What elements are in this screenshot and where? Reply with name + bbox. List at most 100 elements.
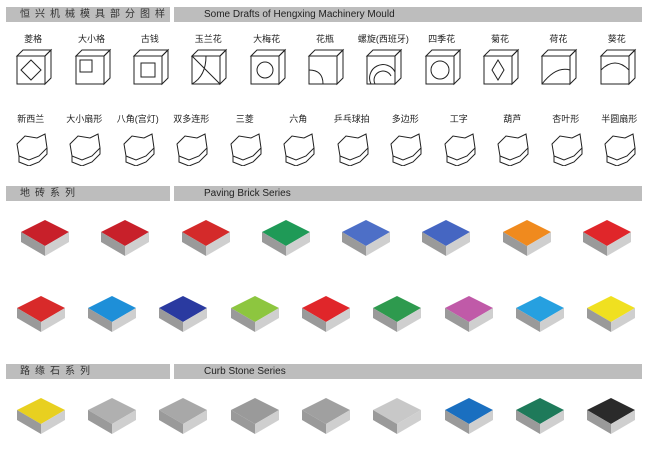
curb-header-en: Curb Stone Series [174, 364, 642, 379]
block-image [87, 398, 136, 434]
curb-stone [513, 390, 565, 442]
block-image [301, 296, 350, 332]
draft-label: 三菱 [235, 114, 254, 124]
draft-label: 四季花 [428, 34, 456, 44]
tile-outline-icon [482, 48, 520, 86]
tile-outline-icon [551, 133, 583, 166]
paving-brick [513, 288, 565, 340]
block-image [373, 398, 422, 434]
draft-item: 花瓶 [299, 32, 351, 86]
block-image [16, 296, 65, 332]
paving-row-2 [0, 288, 650, 340]
drafts-header-en: Some Drafts of Hengxing Machinery Mould [174, 7, 642, 22]
paving-brick [85, 288, 137, 340]
block-image [87, 296, 136, 332]
draft-item: 大梅花 [241, 32, 293, 86]
draft-item: 葵花 [591, 32, 643, 86]
curb-stone [584, 390, 636, 442]
tile-outline-icon [497, 133, 529, 166]
block-image [502, 220, 551, 256]
curb-header: 路缘石系列 Curb Stone Series [6, 364, 642, 379]
paving-brick [339, 212, 391, 264]
tile-outline-icon [123, 133, 155, 166]
block-image [16, 398, 65, 434]
tile-outline-icon [176, 133, 208, 166]
draft-item: 古钱 [124, 32, 176, 86]
draft-item: 乒乓球拍 [326, 112, 378, 166]
draft-label: 螺旋(西班牙) [357, 34, 409, 44]
draft-item: 玉兰花 [182, 32, 234, 86]
draft-item: 六角 [272, 112, 324, 166]
draft-item: 工字 [433, 112, 485, 166]
paving-brick [228, 288, 280, 340]
drafts-header: 恒兴机械模具部分图样 Some Drafts of Hengxing Machi… [6, 7, 642, 22]
draft-label: 半圆扇形 [601, 114, 638, 124]
paving-brick [98, 212, 150, 264]
tile-outline-icon [604, 133, 636, 166]
draft-label: 菊花 [491, 34, 510, 44]
draft-item: 双多连形 [165, 112, 217, 166]
tile-outline-icon [366, 48, 403, 86]
curb-stone [156, 390, 208, 442]
curb-row [0, 390, 650, 442]
paving-header: 地砖系列 Paving Brick Series [6, 186, 642, 201]
draft-item: 大小扇形 [58, 112, 110, 166]
paving-brick [419, 212, 471, 264]
paving-brick [18, 212, 70, 264]
tile-outline-icon [132, 48, 170, 86]
draft-label: 杏叶形 [552, 114, 580, 124]
block-image [261, 220, 310, 256]
block-image [181, 220, 230, 256]
tile-outline-icon [230, 133, 262, 166]
block-image [159, 398, 208, 434]
paving-brick [299, 288, 351, 340]
tile-outline-icon [337, 133, 369, 166]
draft-label: 新西兰 [17, 114, 45, 124]
draft-item: 四季花 [416, 32, 468, 86]
tile-outline-icon [541, 48, 578, 86]
block-image [101, 220, 150, 256]
block-image [373, 296, 422, 332]
tile-outline-icon [444, 133, 476, 166]
drafts-row-2: 新西兰大小扇形八角(宫灯)双多连形三菱六角乒乓球拍多边形工字葫芦杏叶形半圆扇形 [0, 112, 650, 166]
tile-outline-icon [599, 48, 636, 86]
draft-label: 大梅花 [253, 34, 281, 44]
draft-label: 双多连形 [173, 114, 210, 124]
paving-header-cn: 地砖系列 [6, 186, 170, 201]
tile-outline-icon [15, 48, 53, 86]
paving-brick [584, 288, 636, 340]
paving-brick [179, 212, 231, 264]
block-image [230, 398, 279, 434]
draft-label: 大小格 [78, 34, 106, 44]
curb-stone [442, 390, 494, 442]
draft-item: 半圆扇形 [593, 112, 645, 166]
tile-outline-icon [283, 133, 315, 166]
block-image [444, 398, 493, 434]
curb-stone [370, 390, 422, 442]
tile-outline-icon [249, 48, 286, 86]
draft-item: 新西兰 [5, 112, 57, 166]
paving-header-en: Paving Brick Series [174, 186, 642, 201]
paving-brick [156, 288, 208, 340]
draft-label: 古钱 [140, 34, 159, 44]
draft-item: 八角(宫灯) [112, 112, 164, 166]
drafts-row-1: 菱格大小格古钱玉兰花大梅花花瓶螺旋(西班牙)四季花菊花荷花葵花 [0, 32, 650, 86]
curb-stone [228, 390, 280, 442]
draft-item: 三菱 [219, 112, 271, 166]
draft-label: 菱格 [24, 34, 43, 44]
block-image [230, 296, 279, 332]
draft-item: 菊花 [474, 32, 526, 86]
draft-label: 乒乓球拍 [333, 114, 370, 124]
paving-brick [14, 288, 66, 340]
draft-label: 多边形 [391, 114, 419, 124]
tile-outline-icon [424, 48, 461, 86]
tile-outline-icon [69, 133, 101, 166]
draft-label: 玉兰花 [194, 34, 222, 44]
paving-row-1 [0, 212, 650, 264]
draft-item: 螺旋(西班牙) [357, 32, 409, 86]
draft-label: 花瓶 [315, 34, 334, 44]
paving-brick [259, 212, 311, 264]
tile-outline-icon [390, 133, 422, 166]
tile-outline-icon [191, 48, 228, 86]
